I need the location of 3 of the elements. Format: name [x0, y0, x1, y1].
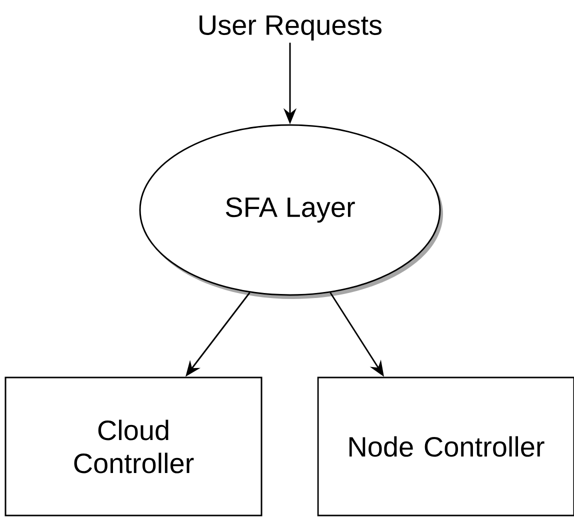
controller-box: Node Controller — [317, 376, 574, 516]
controller-box: Cloud Controller — [4, 376, 262, 516]
request-label: User Requests — [200, 15, 382, 41]
